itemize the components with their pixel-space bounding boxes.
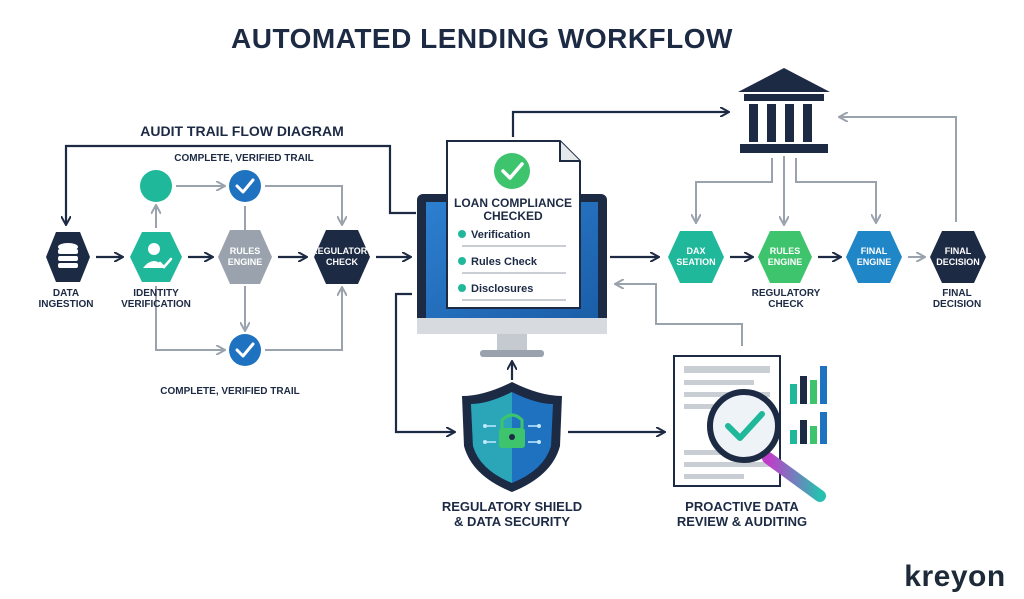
final-decision-caption-2: DECISION [933, 299, 981, 310]
final-decision-text-1: FINAL [945, 246, 972, 256]
brand-logo: kreyon [904, 560, 1005, 593]
loan-document [446, 140, 581, 309]
user-check-icon [143, 243, 173, 269]
bullet-icon [458, 257, 466, 265]
regulatory-check-node [314, 230, 370, 284]
final-engine-text-1: FINAL [861, 246, 888, 256]
trail-top-node [140, 170, 172, 202]
trail-bottom-check-node [229, 334, 261, 366]
final-engine-text-2: ENGINE [857, 257, 892, 267]
right-rules-engine-text-2: ENGINE [768, 257, 803, 267]
bar-chart-icon [790, 366, 827, 444]
data-ingestion-label-2: INGESTION [38, 299, 93, 310]
bullet-icon [458, 284, 466, 292]
regulatory-check-caption-1: REGULATORY [752, 288, 821, 299]
magnifier-check-icon [707, 389, 826, 502]
dax-seation-text-2: SEATION [676, 257, 715, 267]
identity-verification-label-2: VERIFICATION [121, 299, 191, 310]
shield-caption-1: REGULATORY SHIELD [442, 499, 582, 514]
page-title: AUTOMATED LENDING WORKFLOW [231, 23, 733, 54]
audit-trail-heading: AUDIT TRAIL FLOW DIAGRAM [140, 123, 344, 139]
rules-engine-text-2: ENGINE [228, 257, 263, 267]
regulatory-check-caption-2: CHECK [768, 299, 804, 310]
right-rules-engine-node [758, 231, 812, 283]
review-caption-1: PROACTIVE DATA [685, 499, 799, 514]
dax-seation-node [668, 231, 724, 283]
shield-lock-icon [462, 382, 562, 492]
dax-seation-text-1: DAX [686, 246, 705, 256]
shield-caption-2: & DATA SECURITY [454, 514, 570, 529]
bullet-icon [458, 230, 466, 238]
doc-title-1: LOAN COMPLIANCE [454, 196, 572, 210]
review-caption-2: REVIEW & AUDITING [677, 514, 807, 529]
doc-item-disclosures: Disclosures [471, 283, 533, 295]
final-decision-node [930, 231, 986, 283]
final-decision-text-2: DECISION [936, 257, 980, 267]
trail-top-check-node [229, 170, 261, 202]
check-icon [235, 178, 255, 194]
data-ingestion-label-1: DATA [53, 288, 79, 299]
doc-item-verification: Verification [471, 229, 531, 241]
right-rules-engine-text-1: RULES [770, 246, 801, 256]
doc-item-rules-check: Rules Check [471, 256, 538, 268]
identity-verification-node [130, 232, 182, 282]
doc-title-2: CHECKED [483, 209, 543, 223]
check-icon [235, 342, 255, 358]
rules-engine-text-1: RULES [230, 246, 261, 256]
rules-engine-node [218, 230, 272, 284]
bank-icon [738, 68, 830, 153]
check-circle-icon [494, 153, 530, 189]
regulatory-check-text-2: CHECK [326, 257, 359, 267]
final-engine-node [846, 231, 902, 283]
trail-top-label: COMPLETE, VERIFIED TRAIL [174, 153, 313, 164]
regulatory-check-text-1: REGULATORY [311, 246, 373, 256]
feedback-loop-arrow [66, 144, 416, 224]
trail-bottom-label: COMPLETE, VERIFIED TRAIL [160, 386, 299, 397]
final-decision-caption-1: FINAL [942, 288, 971, 299]
database-icon [58, 243, 78, 268]
identity-verification-label-1: IDENTITY [133, 288, 179, 299]
